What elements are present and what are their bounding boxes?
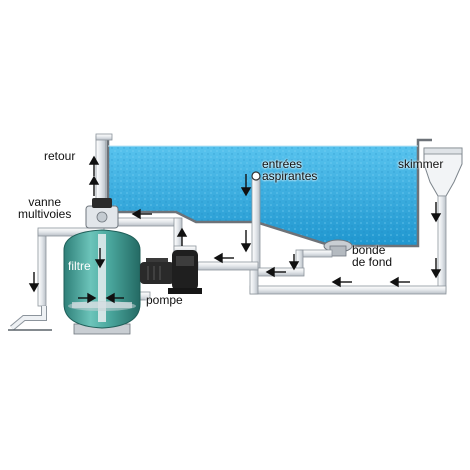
flow-arrow-icon bbox=[78, 292, 97, 304]
label-bonde-line2: de fond bbox=[352, 255, 393, 269]
pool-basin bbox=[96, 134, 432, 248]
waste-pipe bbox=[8, 306, 52, 331]
flow-arrow-icon bbox=[389, 276, 410, 288]
flow-arrow-icon bbox=[288, 254, 300, 271]
label-filtre: filtre bbox=[68, 259, 91, 273]
label-vanne-multivoies: vanne multivoies bbox=[18, 196, 71, 220]
label-vanne-line1: vanne bbox=[28, 195, 62, 209]
label-entrees-aspirantes: entrées aspirantes bbox=[262, 158, 317, 182]
label-entrees-line2: aspirantes bbox=[262, 169, 318, 183]
label-vanne-line2: multivoies bbox=[18, 207, 72, 221]
label-entrees-line1: entrées bbox=[262, 157, 303, 171]
label-pompe: pompe bbox=[146, 293, 183, 307]
multiport-valve bbox=[85, 198, 119, 229]
flow-arrow-icon bbox=[331, 276, 352, 288]
flow-arrow-icon bbox=[28, 272, 40, 293]
flow-arrow-icon bbox=[105, 292, 124, 304]
suction-collector-pipes bbox=[197, 261, 447, 295]
pump-motor-icon bbox=[140, 262, 174, 284]
label-skimmer: skimmer bbox=[398, 157, 444, 171]
label-bonde-de-fond: bonde de fond bbox=[352, 244, 392, 268]
pump bbox=[140, 250, 202, 294]
flow-arrow-icon bbox=[88, 175, 100, 196]
flow-arrow-icon bbox=[176, 227, 188, 246]
suction-inlet-pipe bbox=[251, 171, 261, 271]
flow-arrow-icon bbox=[430, 202, 442, 223]
label-bonde-line1: bonde bbox=[352, 243, 386, 257]
skimmer-basket-icon bbox=[423, 147, 463, 197]
label-retour: retour bbox=[44, 149, 76, 163]
flow-arrow-icon bbox=[88, 155, 100, 176]
flow-arrow-icon bbox=[240, 230, 252, 253]
flow-arrow-icon bbox=[94, 248, 106, 269]
sand-filter bbox=[63, 229, 141, 335]
flow-arrow-icon bbox=[131, 208, 152, 220]
flow-arrow-icon bbox=[265, 266, 286, 278]
flow-arrow-icon bbox=[430, 258, 442, 279]
flow-arrows bbox=[28, 155, 442, 304]
flow-arrow-icon bbox=[213, 252, 234, 264]
flow-arrow-icon bbox=[240, 174, 252, 197]
pool-water-texture bbox=[108, 146, 418, 246]
pool-wall bbox=[96, 134, 432, 248]
